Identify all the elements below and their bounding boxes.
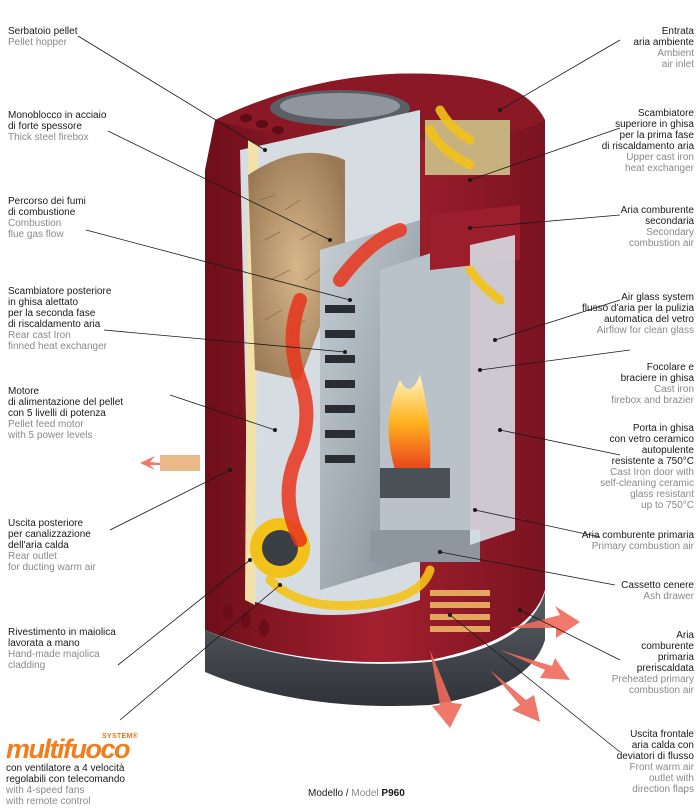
label-thick-steel-firebox: Monoblocco in acciaio di forte spessore … <box>8 110 107 143</box>
outlet-arrows <box>140 455 580 728</box>
brand-logo-text: multifuoco <box>6 734 130 764</box>
label-ash-drawer: Cassetto cenere Ash drawer <box>621 580 694 602</box>
label-cast-iron-firebox: Focolare e braciere in ghisa Cast iron f… <box>611 362 694 406</box>
model-caption: Modello / Model P960 <box>308 788 405 799</box>
brand-system-mark: SYSTEM® <box>102 733 139 740</box>
label-preheated-primary-air: Aria comburente primaria preriscaldata P… <box>611 630 694 696</box>
label-ambient-air-inlet: Entrata aria ambiente Ambient air inlet <box>633 26 694 70</box>
label-flue-gas-flow: Percorso dei fumi di combustione Combust… <box>8 196 86 240</box>
leader-dots <box>228 108 522 617</box>
label-air-glass-system: Air glass system flusso d'aria per la pu… <box>582 292 694 336</box>
label-rear-outlet: Uscita posteriore per canalizzazione del… <box>8 518 96 573</box>
label-pellet-feed-motor: Motore di alimentazione del pellet con 5… <box>8 386 124 441</box>
label-front-warm-air-outlet: Uscita frontale aria calda con deviatori… <box>616 729 694 795</box>
multifuoco-brand: SYSTEM® multifuoco con ventilatore a 4 v… <box>6 733 138 807</box>
label-primary-combustion-air: Aria comburente primaria Primary combust… <box>581 530 694 552</box>
brand-description: con ventilatore a 4 velocità regolabili … <box>6 763 125 807</box>
label-cast-iron-door: Porta in ghisa con vetro ceramico autopu… <box>600 423 694 511</box>
label-majolica-cladding: Rivestimento in maiolica lavorata a mano… <box>8 627 116 671</box>
label-rear-heat-exchanger: Scambiatore posteriore in ghisa alettato… <box>8 286 112 352</box>
leader-lines <box>77 35 631 753</box>
label-upper-heat-exchanger: Scambiatore superiore in ghisa per la pr… <box>601 108 694 174</box>
label-pellet-hopper: Serbatoio pellet Pellet hopper <box>8 26 78 48</box>
flue-gas-flow <box>281 223 407 547</box>
warm-air-flow <box>265 105 505 611</box>
label-secondary-combustion-air: Aria comburente secondaria Secondary com… <box>620 205 694 249</box>
